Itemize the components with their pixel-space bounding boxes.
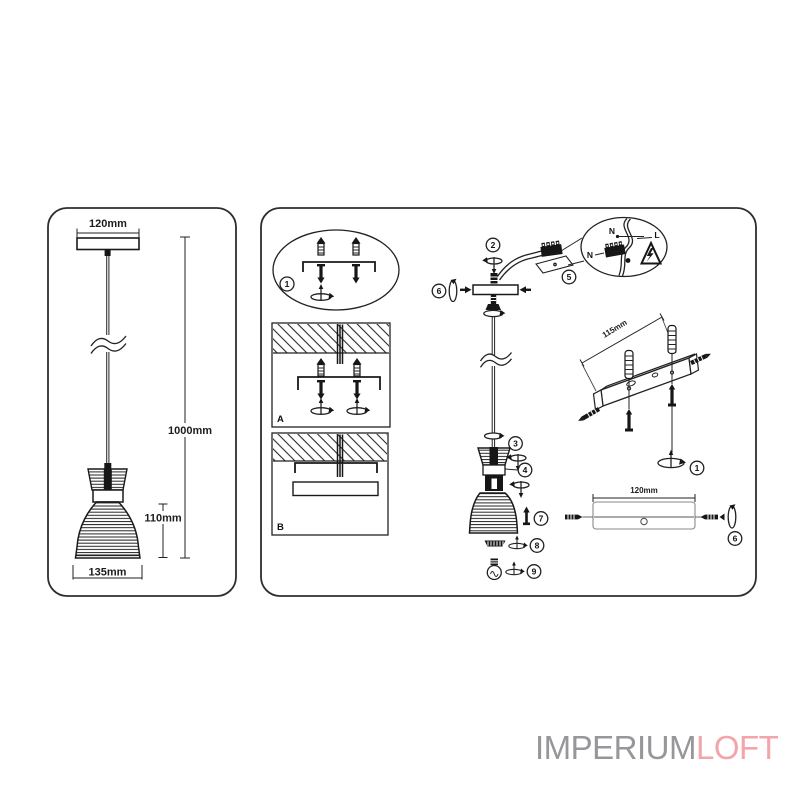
- canopy-dim-label: 120mm: [630, 486, 658, 495]
- brand-logo-primary: IMPERIUM: [535, 729, 697, 766]
- bracket-plate: [535, 255, 574, 274]
- ceiling-step-b: B: [271, 432, 389, 536]
- dim-135mm-label: 135mm: [89, 567, 127, 579]
- shade-bell: [468, 492, 519, 534]
- svg-text:6: 6: [437, 286, 442, 296]
- spin-rotation-icon: [448, 278, 458, 303]
- wiring-detail-bubble: N L N: [580, 216, 668, 278]
- terminal-connection: 5 N L N: [535, 216, 668, 285]
- step-4-badge: 4: [517, 462, 533, 478]
- step-8-badge: 8: [529, 538, 545, 553]
- panel-border: [47, 207, 237, 597]
- svg-text:6: 6: [733, 534, 738, 544]
- lamp-shade: [74, 463, 141, 559]
- ceiling-hatch: [273, 324, 389, 353]
- suspension-cord: [90, 256, 127, 469]
- electric-warning-icon: [639, 240, 663, 265]
- canopy-cover-3d: [592, 501, 696, 530]
- neutral-label-left: N: [587, 250, 593, 260]
- light-bulb-icon: [486, 558, 502, 581]
- line-label: L: [654, 230, 659, 240]
- spin-rotation-icon: [727, 504, 737, 529]
- svg-text:7: 7: [539, 514, 544, 524]
- lag-screw-left: [578, 407, 601, 421]
- svg-text:3: 3: [513, 439, 518, 449]
- insert-arrow-left: [465, 286, 472, 294]
- ceiling-step-a: A: [271, 322, 391, 428]
- lag-screw-right: [690, 353, 711, 365]
- mounting-bar: [472, 284, 519, 296]
- canopy-scene: 120mm: [565, 486, 743, 546]
- mounted-bracket: [294, 462, 378, 473]
- step-6-badge: 6: [431, 283, 447, 299]
- canopy: [76, 237, 140, 251]
- side-screw-right: [695, 513, 725, 521]
- cord-grip: [104, 249, 111, 256]
- step-1-badge-bracket: 1: [689, 460, 705, 476]
- assembly-drawing: 1: [260, 207, 757, 597]
- assembly-panel: 1: [260, 207, 757, 597]
- step1-detail-bubble: 1: [272, 229, 400, 311]
- dim-1000mm: 1000mm: [164, 236, 216, 559]
- step-3-badge: 3: [508, 436, 523, 451]
- brand-logo-accent: LOFT: [696, 729, 779, 766]
- supply-wire: [496, 249, 544, 278]
- dimensions-panel: 120mm: [47, 207, 237, 597]
- shade-bell: [74, 501, 141, 559]
- set-screw-icon: [523, 506, 530, 526]
- brand-logo: IMPERIUMLOFT: [535, 729, 779, 767]
- break-symbol: [479, 352, 513, 362]
- strain-relief: [485, 304, 501, 310]
- dim-120mm: 120mm: [76, 218, 140, 238]
- break-symbol: [90, 335, 127, 347]
- panel-border: [260, 207, 757, 597]
- threaded-nipple: [490, 273, 498, 286]
- shade-neck: [92, 489, 124, 503]
- dim-1000mm-label: 1000mm: [168, 425, 212, 437]
- svg-text:8: 8: [535, 541, 540, 551]
- neutral-label-top: N: [609, 226, 615, 236]
- step-6-badge-canopy: 6: [727, 531, 743, 546]
- svg-text:5: 5: [567, 272, 572, 282]
- step-2-badge: 2: [485, 237, 501, 253]
- insert-arrow-right: [519, 286, 526, 294]
- svg-text:4: 4: [523, 465, 528, 475]
- dim-120mm-label: 120mm: [89, 218, 127, 230]
- dim-110mm-label: 110mm: [144, 513, 182, 525]
- svg-text:1: 1: [695, 463, 700, 473]
- dim-110mm: 110mm: [142, 503, 184, 558]
- step-7-badge: 7: [533, 511, 549, 526]
- exploded-assembly: 2 6: [431, 237, 549, 581]
- mounting-bracket-symbol: [302, 261, 376, 272]
- panel-a-label: A: [277, 414, 284, 425]
- panel-b-label: B: [277, 522, 284, 533]
- ceiling-hatch: [273, 434, 387, 461]
- step-1-badge: 1: [279, 276, 295, 292]
- svg-text:1: 1: [285, 279, 290, 289]
- step-9-badge: 9: [526, 564, 542, 579]
- svg-text:2: 2: [491, 240, 496, 250]
- terminal-block-detail: [604, 241, 626, 258]
- step-5-badge: 5: [561, 269, 577, 285]
- dim-135mm: 135mm: [72, 564, 143, 580]
- canopy-cover: [292, 481, 379, 497]
- svg-text:9: 9: [532, 567, 537, 577]
- terminal-block: [540, 240, 563, 257]
- socket: [103, 469, 112, 490]
- side-screw-left: [565, 514, 593, 520]
- socket-housing: [482, 464, 506, 476]
- lamp-dimension-drawing: 120mm: [47, 207, 237, 597]
